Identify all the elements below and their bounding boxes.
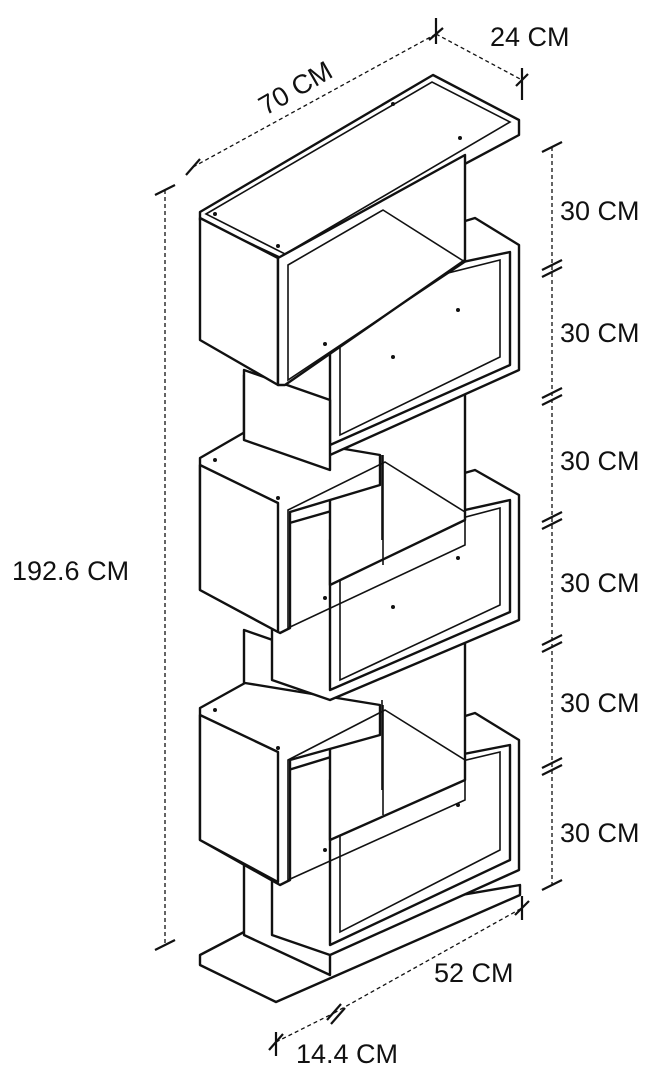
shelf-height-label-1: 30 CM — [560, 196, 640, 226]
base-offset-label: 14.4 CM — [296, 1039, 398, 1069]
shelf-height-label-6: 30 CM — [560, 818, 640, 848]
depth-label: 24 CM — [490, 22, 570, 52]
shelf-height-label-3: 30 CM — [560, 446, 640, 476]
width-label: 70 CM — [254, 55, 338, 121]
shelf-height-label-4: 30 CM — [560, 568, 640, 598]
box-level-5 — [198, 660, 466, 887]
bookshelf — [198, 73, 522, 1004]
base-length-label: 52 CM — [434, 958, 514, 988]
shelf-height-label-5: 30 CM — [560, 688, 640, 718]
dimension-lines — [154, 18, 563, 1056]
box-level-1 — [198, 73, 521, 387]
total-height-label: 192.6 CM — [12, 556, 129, 586]
shelf-height-label-2: 30 CM — [560, 318, 640, 348]
